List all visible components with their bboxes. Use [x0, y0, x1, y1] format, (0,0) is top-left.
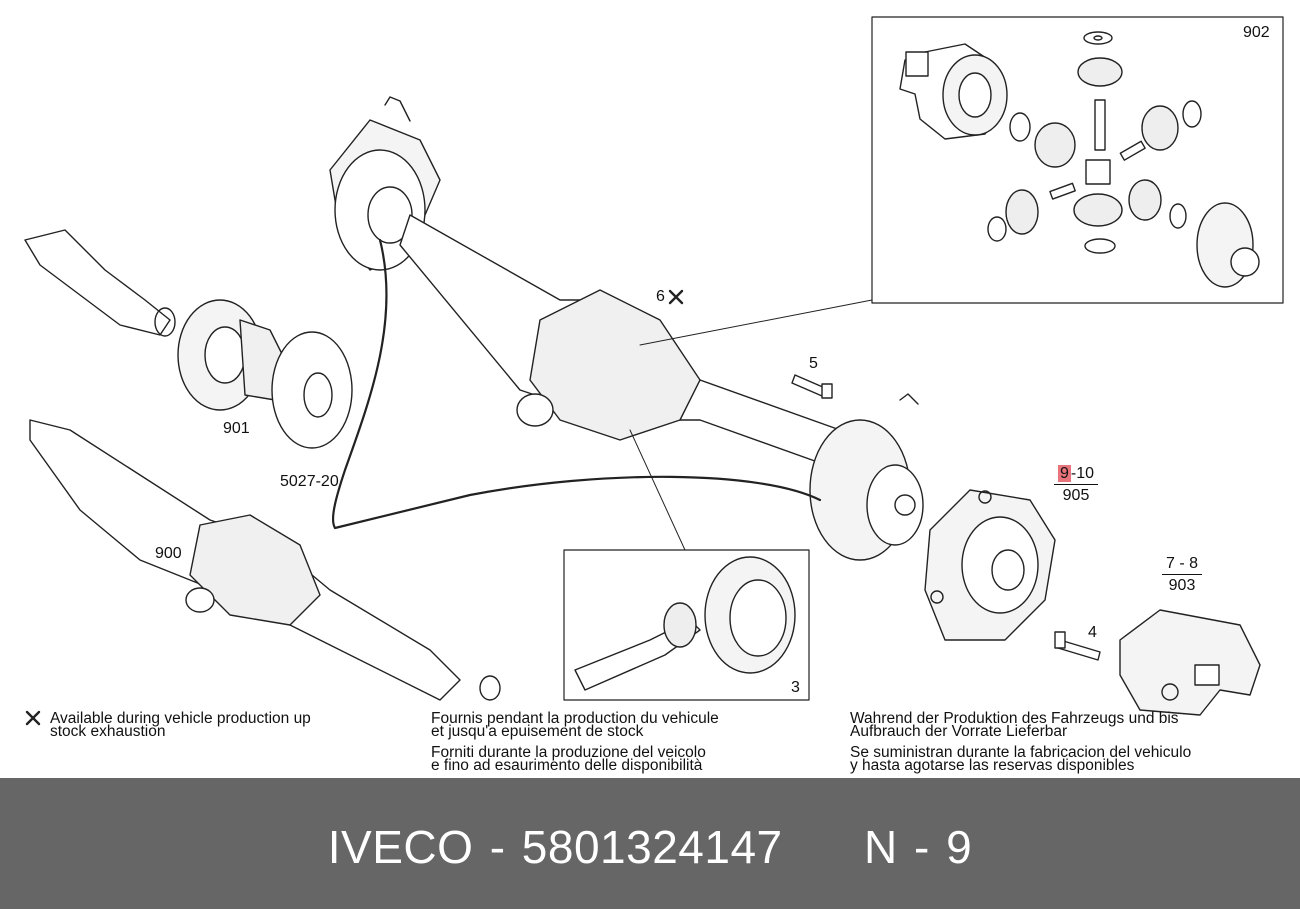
highlighted-part-9: 9	[1058, 465, 1071, 482]
caliper-903	[1119, 609, 1261, 716]
inset-differential-902	[871, 16, 1284, 304]
fraction-903-top: 7 - 8	[1162, 556, 1203, 575]
note-it-line1: Forniti durante la produzione del veicol…	[431, 744, 706, 761]
note-fr-line1: Fournis pendant la production du vehicul…	[431, 710, 719, 727]
star-marker-icon	[668, 289, 684, 305]
note-french: Fournis pendant la production du vehicul…	[431, 710, 719, 740]
note-italian: Forniti durante la produzione del veicol…	[431, 744, 706, 774]
note-de-line1: Wahrend der Produktion des Fahrzeugs und…	[850, 710, 1179, 727]
label-3: 3	[791, 679, 800, 696]
callout-line-3	[629, 429, 686, 551]
note-es-line1: Se suministran durante la fabricacion de…	[850, 744, 1192, 761]
label-902: 902	[1243, 24, 1270, 41]
label-901: 901	[223, 420, 250, 437]
label-4: 4	[1088, 624, 1097, 641]
hub-assembly-901	[24, 229, 353, 449]
bolt-4	[1054, 631, 1101, 661]
label-5027-20: 5027-20	[280, 473, 339, 490]
diagram-drawing	[24, 16, 1284, 726]
bolt-5	[791, 374, 833, 399]
callout-line-902	[639, 299, 873, 346]
note-star-icon	[25, 710, 41, 726]
note-en-line1: Available during vehicle production up	[50, 710, 311, 727]
exploded-parts-diagram: 902 901 900 5027-20 6 5 4 3 9-10 905 7 -…	[24, 16, 1284, 774]
fraction-903-bottom: 903	[1168, 577, 1196, 594]
note-en-line2: stock exhaustion	[50, 723, 166, 740]
fraction-905-bottom: 905	[1062, 487, 1090, 504]
note-es-line2: y hasta agotarse las reservas disponible…	[850, 757, 1135, 774]
note-de-line2: Aufbrauch der Vorrate Lieferbar	[850, 723, 1068, 740]
fraction-905-top: 9-10	[1054, 465, 1099, 485]
brake-cable	[331, 238, 822, 530]
note-german: Wahrend der Produktion des Fahrzeugs und…	[850, 710, 1179, 740]
axle-900	[29, 419, 501, 701]
fraction-905: 9-10 905	[1054, 465, 1099, 504]
label-900: 900	[155, 545, 182, 562]
label-5: 5	[809, 355, 818, 372]
note-spanish: Se suministran durante la fabricacion de…	[850, 744, 1192, 774]
note-it-line2: e fino ad esaurimento delle disponibilit…	[431, 757, 703, 774]
main-axle-housing	[329, 96, 924, 561]
footer-bar: IVECO - 5801324147 N - 9	[0, 778, 1300, 909]
brake-plate-905	[924, 489, 1056, 641]
fraction-905-top-range: -10	[1070, 465, 1095, 482]
note-english: Available during vehicle production up s…	[50, 710, 311, 740]
note-fr-line2: et jusqu'a epuisement de stock	[431, 723, 644, 740]
footer-part-number: IVECO - 5801324147 N - 9	[327, 821, 973, 873]
label-6: 6	[656, 288, 665, 305]
fraction-903: 7 - 8 903	[1162, 556, 1203, 594]
inset-crown-pinion-3	[563, 549, 810, 701]
